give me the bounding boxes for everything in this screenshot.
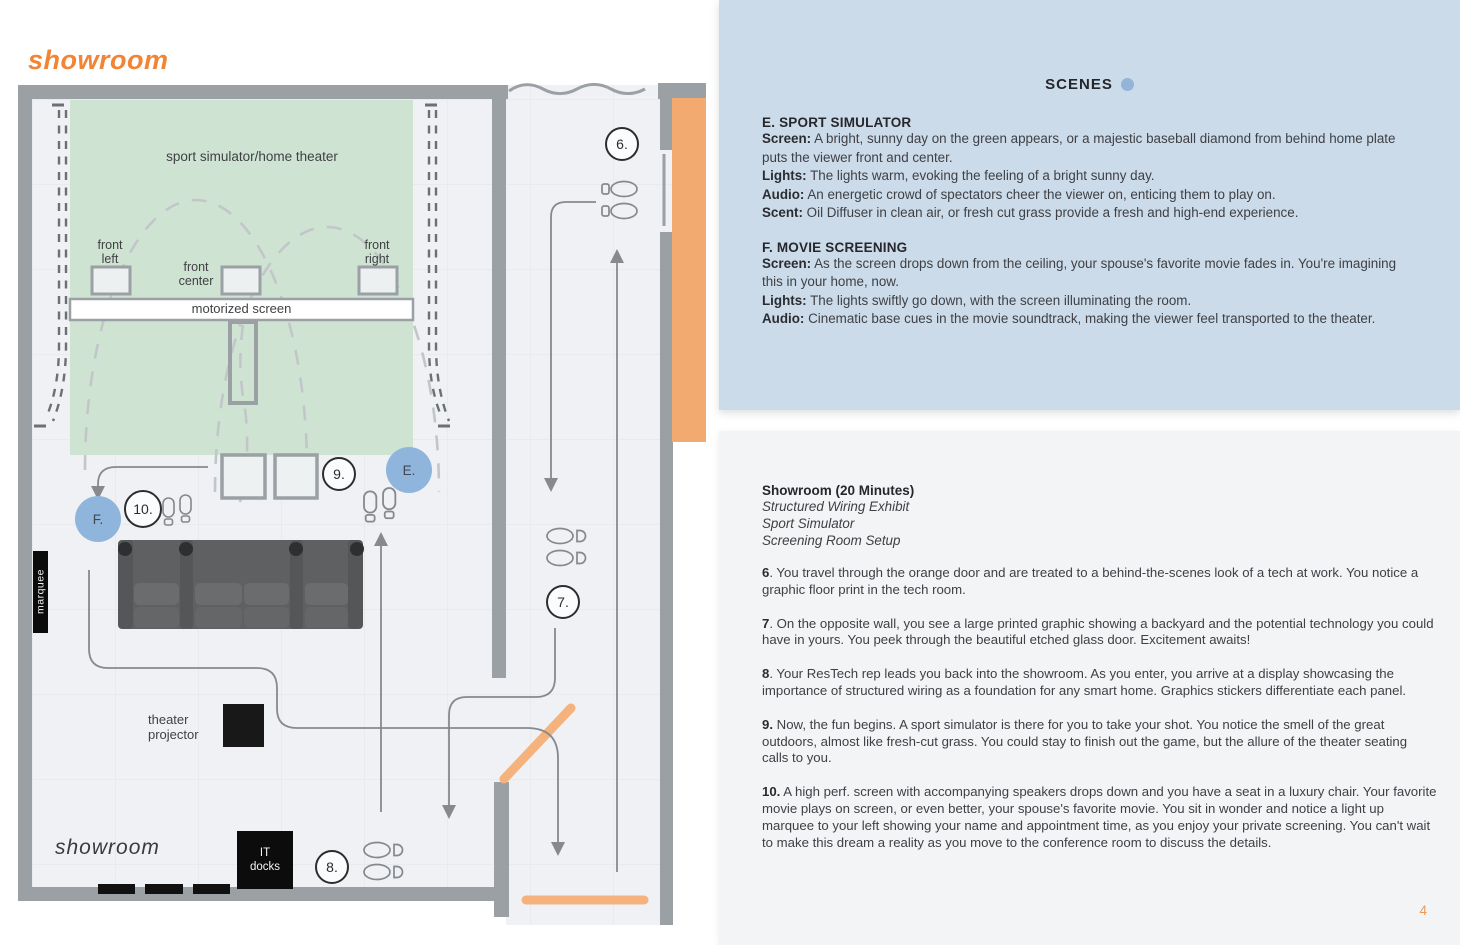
step-text: . On the opposite wall, you see a large … <box>762 615 1434 648</box>
motorized-screen-label: motorized screen <box>191 301 292 316</box>
curtain-left <box>44 110 68 422</box>
step-number: 8 <box>762 666 770 682</box>
page-number: 4 <box>1419 903 1427 918</box>
tour-step-8: 8. Your ResTech rep leads you back into … <box>762 666 1437 700</box>
equipment-boxes <box>220 453 319 500</box>
room-name-label: showroom <box>55 836 160 859</box>
scene-row-text: Cinematic base cues in the movie soundtr… <box>808 311 1376 326</box>
wall-break <box>508 83 646 95</box>
scenes-panel: SCENES E. SPORT SIMULATOR Screen: A brig… <box>719 0 1460 410</box>
theater-projector <box>223 704 264 747</box>
tour-subtitle: Structured Wiring Exhibit <box>762 499 910 514</box>
step-number: 10. <box>762 784 781 800</box>
tour-panel: Showroom (20 Minutes) Structured Wiring … <box>719 431 1460 945</box>
scene-row-text: The lights warm, evoking the feeling of … <box>810 168 1155 183</box>
step-number: 7 <box>762 615 770 631</box>
tour-subtitle: Screening Room Setup <box>762 533 901 548</box>
theater-seating <box>118 540 364 629</box>
marker-7: 7. <box>546 585 580 619</box>
floor-plan: showroom sport simulator/home theater fr… <box>0 0 712 945</box>
marker-9: 9. <box>322 457 356 491</box>
curtain-left-ends <box>34 103 64 428</box>
scenes-title: SCENES <box>1045 76 1113 93</box>
step-text: Now, the fun begins. A sport simulator i… <box>762 716 1408 766</box>
screen-drop-box <box>228 320 258 405</box>
step-text: . You travel through the orange door and… <box>762 565 1419 597</box>
flow-arrowheads <box>91 249 624 856</box>
scene-row-text: An energetic crowd of spectators cheer t… <box>807 186 1276 202</box>
marker-f: F. <box>75 496 121 542</box>
zone-label: sport simulator/home theater <box>166 149 338 164</box>
step-number: 9. <box>762 716 773 732</box>
front-center-label: front center <box>178 260 214 288</box>
marker-e: E. <box>386 447 432 493</box>
step-text: . Your ResTech rep leads you back into t… <box>762 666 1407 698</box>
flow-paths <box>88 201 618 872</box>
scene-row-label: Audio: <box>762 186 805 202</box>
it-docks: IT docks <box>237 831 293 889</box>
scene-row-label: Lights: <box>762 292 807 308</box>
scene-row-label: Scent: <box>762 205 803 220</box>
scene-row-label: Screen: <box>762 255 812 271</box>
scenes-dot-icon <box>1120 78 1134 91</box>
tour-subtitle: Sport Simulator <box>762 516 855 531</box>
scene-section-f: F. MOVIE SCREENING Screen: As the screen… <box>762 240 1397 329</box>
scene-row-text: Oil Diffuser in clean air, or fresh cut … <box>806 205 1299 220</box>
step-text: A high perf. screen with accompanying sp… <box>762 784 1437 850</box>
tour-step-10: 10. A high perf. screen with accompanyin… <box>762 784 1437 851</box>
front-right-label: front right <box>364 238 390 266</box>
tour-step-7: 7. On the opposite wall, you see a large… <box>762 616 1437 650</box>
scene-row-label: Screen: <box>762 131 812 146</box>
scene-row-label: Audio: <box>762 311 805 326</box>
marker-10: 10. <box>124 490 162 528</box>
step-number: 6 <box>762 565 770 580</box>
curtain-right <box>427 110 451 422</box>
curtain-right-ends <box>425 103 450 428</box>
etched-glass-door <box>499 703 576 784</box>
scene-row-label: Lights: <box>762 168 807 183</box>
projector-label: theater projector <box>148 712 199 742</box>
marker-8: 8. <box>315 850 349 884</box>
scene-row-text: The lights swiftly go down, with the scr… <box>810 292 1192 308</box>
marker-6: 6. <box>605 127 639 161</box>
fixture-icon <box>363 180 638 881</box>
front-left-label: front left <box>97 238 123 266</box>
page-title: showroom <box>28 45 169 75</box>
floor-plan-drawing <box>18 83 706 925</box>
scene-row-text: A bright, sunny day on the green appears… <box>762 131 1396 165</box>
scene-row-text: As the screen drops down from the ceilin… <box>762 255 1397 290</box>
wall-panels <box>98 884 230 894</box>
scene-heading: E. SPORT SIMULATOR <box>762 115 912 130</box>
front-speakers <box>90 265 399 296</box>
marquee-sign: marquee <box>33 551 48 633</box>
walls <box>18 83 706 925</box>
scene-heading: F. MOVIE SCREENING <box>762 239 908 255</box>
footprints-icon <box>162 487 397 526</box>
scene-section-e: E. SPORT SIMULATOR Screen: A bright, sun… <box>762 115 1397 223</box>
orange-door <box>672 98 706 442</box>
tour-step-6: 6. You travel through the orange door an… <box>762 565 1437 599</box>
tour-step-9: 9. Now, the fun begins. A sport simulato… <box>762 717 1437 767</box>
tour-heading: Showroom (20 Minutes) <box>762 483 915 498</box>
